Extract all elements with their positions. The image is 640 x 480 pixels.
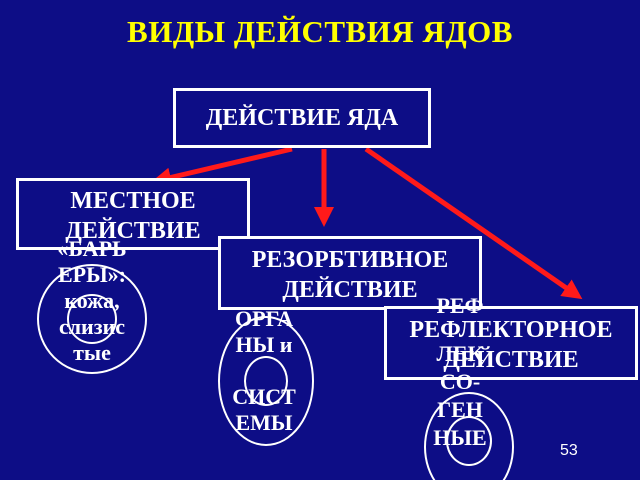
root-box-label: ДЕЙСТВИЕ ЯДА [205,105,399,131]
resorptive-action-line1: РЕЗОРБТИВНОЕ [251,247,449,273]
circle-right-inner [446,416,492,466]
label-line: «БАРЬ [57,236,127,261]
label-line: НЫ и [235,332,293,357]
circle-mid-inner [244,356,288,406]
label-line: СИСТ [232,384,296,409]
reflex-targets-label: РЕФ ЛЕК СО- ГЕН НЫЕ [420,292,500,452]
resorptive-action-box: РЕЗОРБТИВНОЕ ДЕЙСТВИЕ [218,236,482,310]
label-line: тые [73,340,111,365]
label-line: кожа, [64,288,120,313]
local-action-box: МЕСТНОЕ ДЕЙСТВИЕ [16,178,250,250]
label-line: слизис [58,314,126,339]
resorptive-action-line2: ДЕЙСТВИЕ [282,277,418,303]
reflex-action-line1: РЕФЛЕКТОРНОЕ [409,317,613,343]
label-line: ЕМЫ [235,410,293,435]
slide-title: ВИДЫ ДЕЙСТВИЯ ЯДОВ [127,14,513,49]
root-box: ДЕЙСТВИЕ ЯДА [173,88,431,148]
label-line: ОРГА [234,306,294,331]
label-line: ЕРЫ»: [57,262,127,287]
arrow-to-local [151,146,293,188]
reflex-action-line2: ДЕЙСТВИЕ [443,347,579,373]
page-number: 53 [560,442,578,459]
circle-mid-outer [218,316,314,446]
local-action-line2: ДЕЙСТВИЕ [65,218,201,244]
label-line: ЛЕК [436,341,484,366]
reflex-action-box: РЕФЛЕКТОРНОЕ ДЕЙСТВИЕ [384,306,638,380]
circle-left-inner [67,294,117,344]
label-line [218,358,310,384]
label-line: НЫЕ [433,425,487,450]
circle-left-outer [37,264,147,374]
arrow-to-reflex [364,146,583,300]
circle-right-outer [424,392,514,480]
resorptive-targets-label: ОРГА НЫ и СИСТ ЕМЫ [218,306,310,436]
local-targets-label: «БАРЬ ЕРЫ»: кожа, слизис тые [36,236,148,366]
local-action-line1: МЕСТНОЕ [70,188,196,214]
label-line: СО- [439,369,481,394]
label-line: ГЕН [437,397,483,422]
label-line: РЕФ [436,293,484,318]
